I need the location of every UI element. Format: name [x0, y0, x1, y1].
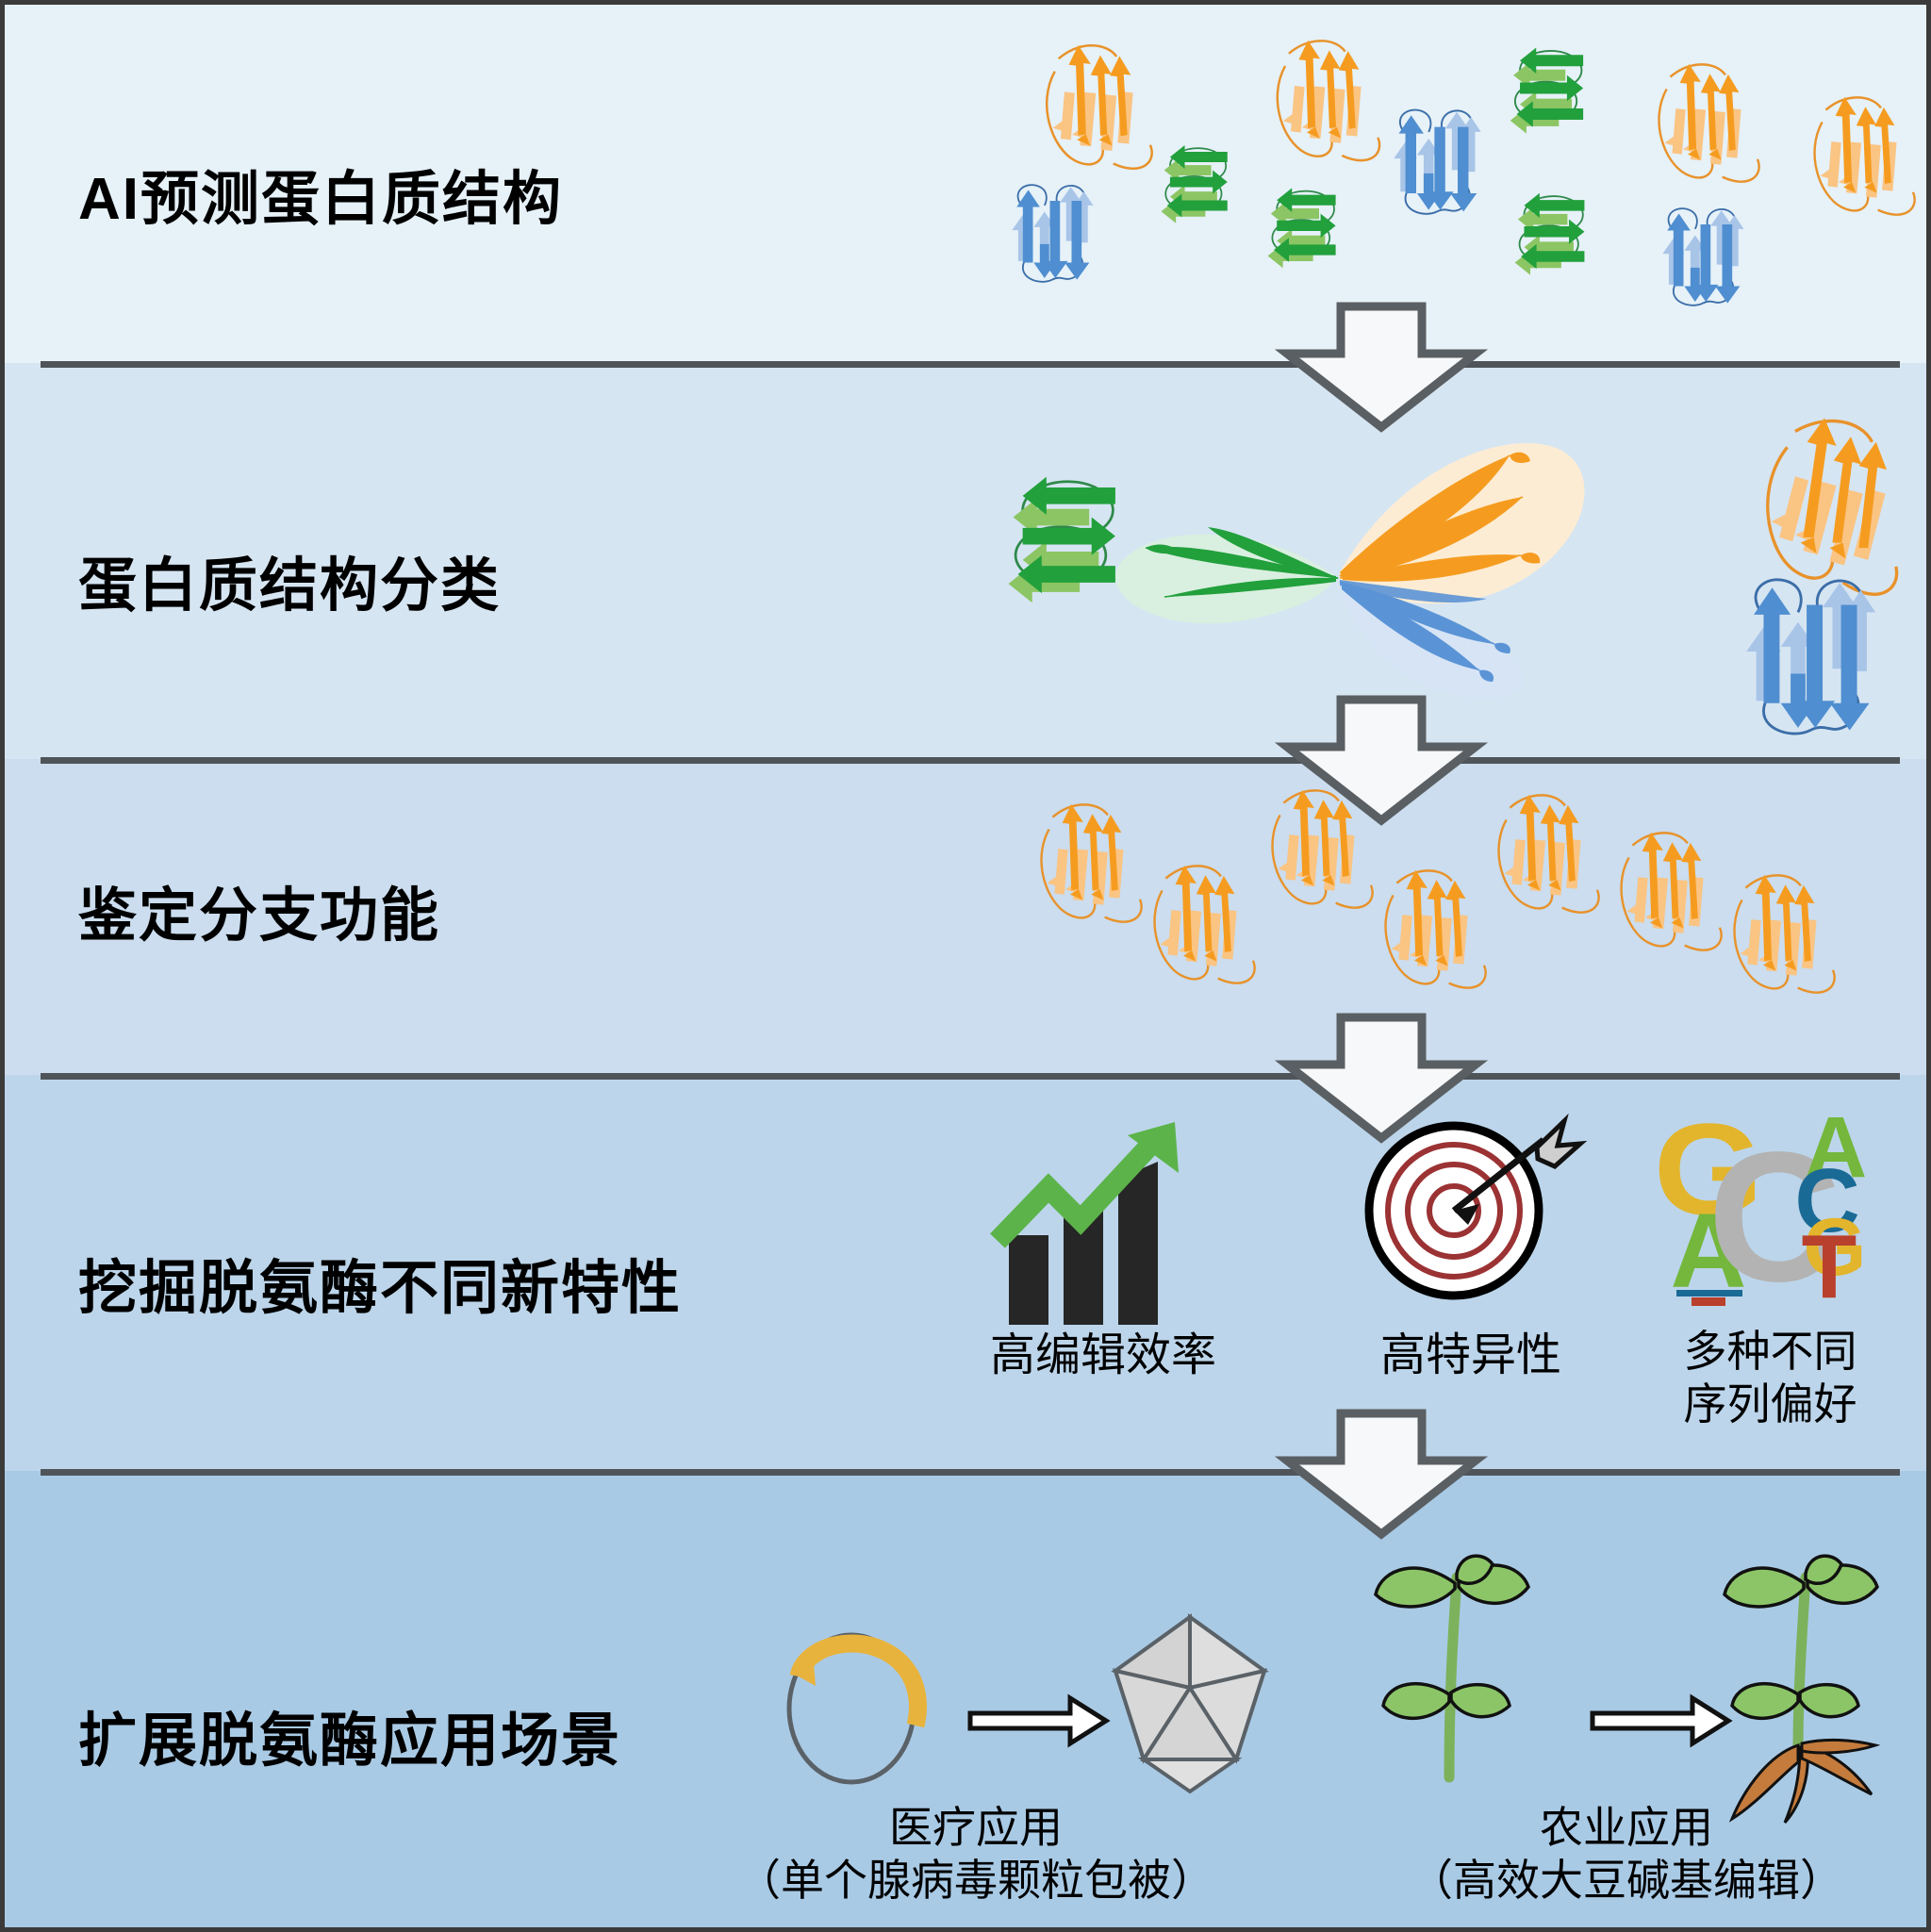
protein-orange	[1647, 54, 1763, 196]
virus-capsid-icon	[1098, 1612, 1282, 1796]
plasmid-circle-icon	[778, 1622, 933, 1792]
protein-blue	[1661, 207, 1745, 306]
protein-blue	[1011, 184, 1095, 283]
row-label-branch-function: 鉴定分支功能	[78, 883, 441, 949]
band-row5	[5, 1471, 1926, 1927]
feature-label-preference-line2: 序列偏好	[1683, 1379, 1857, 1429]
application-label-agriculture-line2: （高效大豆碱基编辑）	[1410, 1856, 1843, 1906]
band-row3	[5, 759, 1926, 1075]
right-arrow-icon-medical	[967, 1693, 1111, 1749]
bar-chart-up-icon	[990, 1122, 1207, 1325]
flow-arrow-1	[1274, 302, 1489, 433]
band-row2	[5, 363, 1926, 759]
divider-4	[41, 1469, 1900, 1476]
logo-letter-C: C	[1708, 1114, 1841, 1320]
application-label-medical-line1: 医疗应用	[889, 1803, 1063, 1852]
row-label-structure-classification: 蛋白质结构分类	[78, 553, 502, 619]
feature-label-preference: 多种不同 序列偏好	[1650, 1325, 1890, 1430]
divider-3	[41, 1073, 1900, 1080]
protein-cloud-row1	[1004, 24, 1926, 306]
exemplar-protein-green	[1002, 455, 1134, 604]
protein-orange	[1487, 784, 1603, 927]
divider-2	[41, 757, 1900, 764]
sequence-logo-icon: G A C A C G T	[1650, 1097, 1890, 1320]
protein-green	[1266, 187, 1337, 270]
protein-green	[1513, 191, 1586, 276]
feature-label-specificity: 高特异性	[1379, 1330, 1561, 1380]
protein-orange	[1609, 822, 1725, 965]
seedling-icon	[1362, 1551, 1551, 1806]
logo-letter-A2: A	[1805, 1099, 1867, 1196]
row-label-applications: 扩展脱氨酶应用场景	[78, 1709, 622, 1774]
logo-letter-G2: G	[1804, 1202, 1867, 1293]
protein-orange	[1266, 29, 1383, 175]
protein-green	[1160, 144, 1229, 224]
flow-arrow-4	[1274, 1409, 1489, 1540]
protein-blue	[1393, 108, 1482, 215]
logo-letter-T: T	[1802, 1216, 1857, 1317]
flow-arrow-3	[1274, 1013, 1489, 1144]
exemplar-protein-orange	[1754, 410, 1900, 596]
right-arrow-icon-agriculture	[1590, 1693, 1733, 1749]
protein-orange	[1803, 87, 1919, 229]
feature-label-preference-line1: 多种不同	[1683, 1327, 1857, 1376]
protein-orange	[1035, 34, 1156, 184]
protein-orange	[1723, 865, 1839, 1007]
target-bullseye-icon	[1362, 1113, 1588, 1322]
application-label-agriculture: 农业应用 （高效大豆碱基编辑）	[1325, 1801, 1926, 1907]
band-row4	[5, 1075, 1926, 1471]
protein-orange	[1030, 794, 1146, 936]
band-row1	[5, 5, 1926, 363]
application-label-medical: 医疗应用 （单个腺病毒颗粒包被）	[665, 1801, 1287, 1907]
protein-cloud-row3	[1023, 778, 1839, 1051]
logo-letter-C2: C	[1794, 1150, 1859, 1251]
row-label-new-properties: 挖掘脱氨酶不同新特性	[78, 1256, 683, 1321]
flow-arrow-2	[1274, 695, 1489, 826]
feature-label-efficiency: 高编辑效率	[989, 1330, 1216, 1380]
application-label-medical-line2: （单个腺病毒颗粒包被）	[737, 1856, 1214, 1906]
exemplar-protein-blue	[1740, 570, 1881, 735]
application-label-agriculture-line1: 农业应用	[1540, 1803, 1713, 1852]
protein-orange	[1261, 780, 1377, 922]
protein-orange	[1374, 860, 1490, 1002]
logo-letter-G: G	[1654, 1097, 1764, 1242]
protein-orange	[1143, 855, 1259, 998]
phylogeny-fan	[1023, 410, 1721, 721]
divider-1	[41, 361, 1900, 368]
protein-green	[1509, 46, 1585, 135]
row-label-ai-prediction: AI预测蛋白质结构	[78, 167, 564, 232]
seedling-with-roots-icon	[1711, 1551, 1900, 1825]
